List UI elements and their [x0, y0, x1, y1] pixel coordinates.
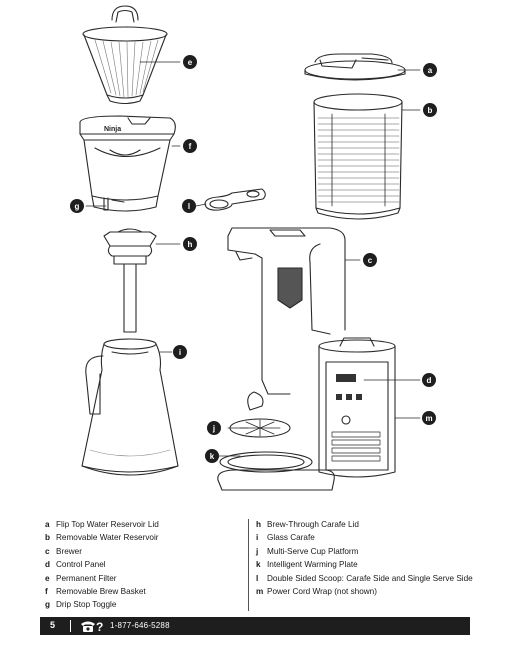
callout-circle-c: [363, 253, 377, 267]
legend-item-d: d Control Panel: [45, 558, 159, 571]
scoop-illustration: [204, 188, 266, 211]
callout-circle-g: [70, 199, 84, 213]
legend-item-f: f Removable Brew Basket: [45, 585, 159, 598]
legend-item-b: b Removable Water Reservoir: [45, 531, 159, 544]
callout-circle-d: [422, 373, 436, 387]
support-phone-number: 1-877-646-5288: [110, 621, 170, 630]
legend-item-a: a Flip Top Water Reservoir Lid: [45, 518, 159, 531]
legend-key: d: [45, 560, 51, 570]
callout-circle-a: [423, 63, 437, 77]
callout-circle-j: [207, 421, 221, 435]
callout-label-g: g: [75, 202, 80, 211]
legend-text: Flip Top Water Reservoir Lid: [56, 520, 159, 529]
legend-item-c: c Brewer: [45, 545, 159, 558]
phone-question-icon: ?: [81, 620, 103, 634]
legend-key: k: [256, 560, 261, 570]
callout-circle-l: [182, 199, 196, 213]
callout-circle-b: [423, 103, 437, 117]
legend-key: c: [45, 546, 50, 556]
brew-basket-illustration: [79, 115, 176, 212]
legend-key: j: [256, 546, 259, 556]
legend-text: Brew-Through Carafe Lid: [267, 520, 359, 529]
legend-text: Removable Brew Basket: [56, 587, 146, 597]
callout-circle-f: [183, 139, 197, 153]
legend-key: e: [45, 573, 50, 583]
footer-separator: [70, 620, 71, 632]
legend-divider: [248, 519, 249, 611]
legend-text: Permanent Filter: [56, 573, 117, 583]
callout-circle-i: [173, 345, 187, 359]
parts-diagram: Ninja a b c d e f g h i j k l m: [70, 5, 437, 491]
callout-label-c: c: [368, 256, 373, 265]
water-reservoir-illustration: [313, 93, 403, 220]
legend-text: Intelligent Warming Plate: [267, 560, 358, 570]
legend-key: l: [256, 573, 259, 583]
legend-key: a: [45, 520, 50, 529]
callout-label-b: b: [428, 106, 433, 115]
footer-bar: 5 ? 1-877-646-5288: [40, 617, 470, 635]
callout-label-f: f: [189, 142, 192, 151]
legend-right-column: h Brew-Through Carafe Lid i Glass Carafe j Mu…: [256, 518, 473, 598]
legend-item-l: l Double Sided Scoop: Carafe Side and Sin…: [256, 572, 473, 585]
legend-item-k: k Intelligent Warming Plate: [256, 558, 473, 571]
svg-text:?: ?: [96, 620, 103, 634]
legend-item-e: e Permanent Filter: [45, 572, 159, 585]
callout-label-i: i: [179, 348, 181, 357]
legend-item-j: j Multi-Serve Cup Platform: [256, 545, 473, 558]
legend-item-g: g Drip Stop Toggle: [45, 598, 159, 611]
legend-key: h: [256, 520, 262, 529]
callout-circle-k: [205, 449, 219, 463]
legend-text: Removable Water Reservoir: [56, 533, 159, 543]
legend-item-i: i Glass Carafe: [256, 531, 473, 544]
legend-key: m: [256, 587, 264, 597]
legend-text: Control Panel: [56, 560, 106, 570]
callout-label-a: a: [428, 66, 433, 75]
callout-circle-m: [422, 411, 436, 425]
legend-key: i: [256, 533, 259, 543]
callout-label-d: d: [427, 376, 432, 385]
legend-key: f: [45, 587, 48, 597]
legend-item-h: h Brew-Through Carafe Lid: [256, 518, 473, 531]
carafe-lid-illustration: [103, 228, 157, 333]
brewer-illustration: [217, 227, 346, 491]
callout-circle-h: [183, 237, 197, 251]
legend-text: Drip Stop Toggle: [56, 600, 117, 610]
legend-text: Power Cord Wrap (not shown): [267, 587, 377, 597]
legend-text: Brewer: [56, 546, 82, 556]
legend-key: b: [45, 533, 51, 543]
reservoir-lid-illustration: [304, 53, 406, 81]
callout-label-m: m: [425, 414, 432, 423]
leader-lines: [85, 61, 421, 457]
legend-text: Double Sided Scoop: Carafe Side and Sing…: [267, 573, 473, 583]
callout-label-k: k: [210, 452, 215, 461]
page-number: 5: [50, 620, 56, 630]
legend-text: Glass Carafe: [267, 533, 315, 543]
callout-label-e: e: [188, 58, 193, 67]
legend-text: Multi-Serve Cup Platform: [267, 546, 359, 556]
callout-label-l: l: [188, 202, 190, 211]
permanent-filter-illustration: [82, 5, 168, 105]
callout-label-h: h: [188, 240, 193, 249]
callout-circle-e: [183, 55, 197, 69]
brand-mark: Ninja: [104, 126, 121, 133]
glass-carafe-illustration: [81, 338, 179, 476]
control-tower-illustration: [318, 337, 396, 478]
callout-label-j: j: [212, 424, 215, 433]
legend-key: g: [45, 600, 51, 610]
callout-markers: a b c d e f g h i j k l m: [70, 55, 437, 463]
